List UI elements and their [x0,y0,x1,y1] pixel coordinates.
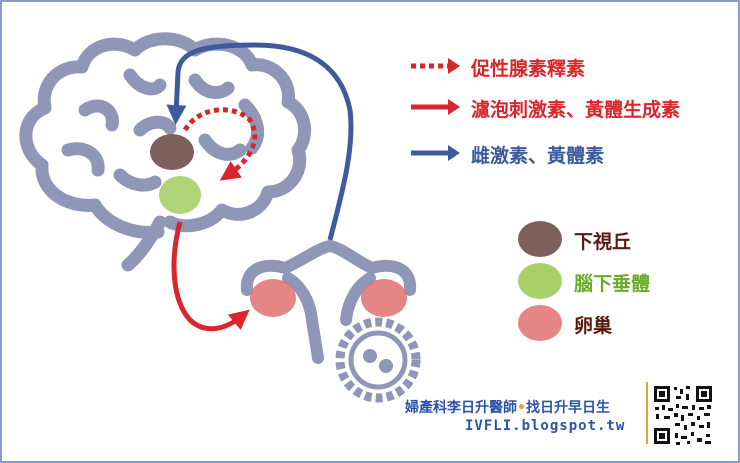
footer-slogan: 找日升早日生 [525,400,610,416]
legend-blue-arrow-head [448,145,460,161]
legend-swatch-hypothalamus [518,221,562,257]
uterus-icon [240,240,417,364]
brain-icon [19,32,312,272]
footer-divider [646,382,648,444]
footer-credit: 婦產科李日升醫師•找日升早日生 [405,397,610,417]
footer-doctor-name: 婦產科李日升醫師 [405,400,517,416]
legend-label-fsh-lh: 濾泡刺激素、黃體生成素 [471,99,681,121]
fsh-lh-arrow [171,221,250,332]
legend-label-pituitary: 腦下垂體 [574,273,651,295]
qr-code-icon [652,384,714,446]
estrogen-arrow [166,42,354,241]
legend-red-arrow-head [448,99,460,115]
right-ovary [361,279,407,317]
hypothalamus [150,134,194,170]
footer-blog-link[interactable]: IVFLI.blogspot.tw [465,418,626,434]
legend-label-ovary: 卵巢 [574,315,613,337]
legend-label-hypothalamus: 下視丘 [574,231,632,253]
legend-label-estrogen: 雌激素、黃體素 [471,145,605,167]
legend-label-gnrh: 促性腺素釋素 [471,58,586,80]
gnrh-arrow [182,107,258,181]
legend-swatch-pituitary [518,263,562,299]
left-ovary [250,279,296,317]
legend-dotted-red-arrow-head [448,58,460,74]
egg-icon [335,317,421,403]
pituitary [159,176,201,214]
footer-separator: • [517,400,526,416]
legend-swatch-ovary [518,305,562,341]
